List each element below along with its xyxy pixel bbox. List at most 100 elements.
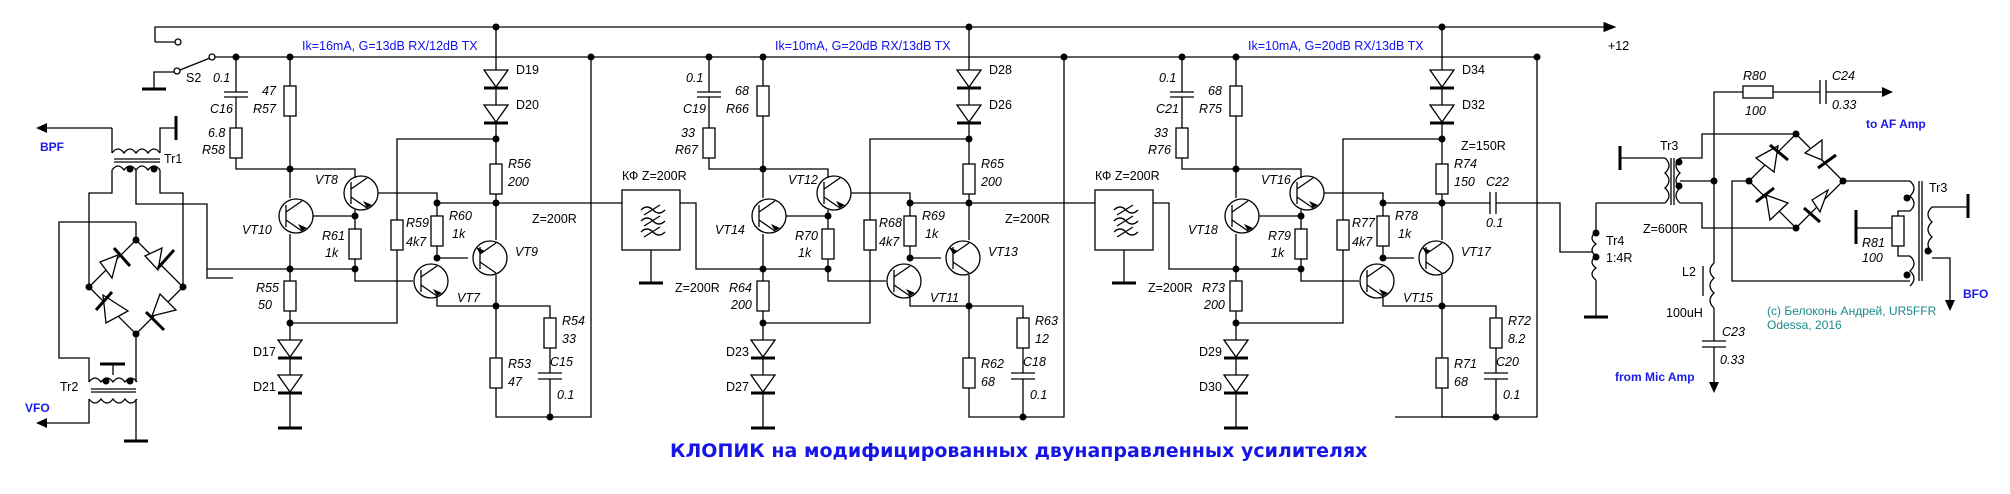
- port-bfo: BFO: [1963, 287, 1988, 301]
- diode: [1222, 339, 1250, 360]
- bridge-diode: [94, 291, 130, 325]
- switch-lever: [179, 57, 211, 71]
- resistor: [348, 228, 362, 260]
- q-d-label: VT7: [457, 291, 481, 305]
- transformer-winding: [1909, 180, 1915, 212]
- r-coll-value: 150: [1454, 175, 1475, 189]
- tr3a-z: Z=600R: [1643, 222, 1688, 236]
- q-a-label: VT12: [788, 173, 818, 187]
- c22-name: C22: [1486, 175, 1509, 189]
- transistor: [413, 263, 449, 299]
- r-fb3-name: R78: [1395, 209, 1418, 223]
- bridge-diode: [144, 292, 178, 332]
- r81-name: R81: [1862, 236, 1885, 250]
- diode: [482, 69, 510, 90]
- resistor: [756, 280, 770, 312]
- r-fb2-value: 4k7: [879, 235, 900, 249]
- r-rc-value: 12: [1035, 332, 1049, 346]
- l2-value: 100uH: [1666, 306, 1703, 320]
- r-out-name: R53: [508, 357, 531, 371]
- bridge-diode: [1803, 138, 1837, 170]
- resistor: [1175, 127, 1189, 159]
- transformer-winding: [88, 397, 138, 404]
- resistor: [962, 163, 976, 195]
- resistor: [283, 280, 297, 312]
- r-out-value: 68: [1454, 375, 1468, 389]
- copyright-line-1: (c) Белоконь Андрей, UR5FFR: [1767, 304, 1937, 318]
- r-fb2-name: R68: [879, 216, 902, 230]
- r-rc-name: R63: [1035, 314, 1058, 328]
- tr3a-name: Tr3: [1660, 139, 1678, 153]
- amplifier-stages: Ik=16mA, G=13dB RX/12dB TX0.1C166.8R5847…: [202, 23, 1541, 430]
- q-c-label: VT17: [1461, 245, 1492, 259]
- d-top-2: D20: [516, 98, 539, 112]
- transistor: [278, 198, 314, 234]
- r-series-name: R76: [1148, 143, 1171, 157]
- q-b-label: VT10: [242, 223, 272, 237]
- r-coll-name: R65: [981, 157, 1004, 171]
- c22-value: 0.1: [1486, 216, 1503, 230]
- arrow-icon: [1945, 300, 1955, 311]
- resistor: [543, 317, 557, 349]
- filter-label: КФ Z=200R: [622, 169, 687, 183]
- c-rc-value: 0.1: [1503, 388, 1520, 402]
- r-top-value: 47: [262, 84, 277, 98]
- transistor: [751, 198, 787, 234]
- q-a-label: VT8: [315, 173, 338, 187]
- transformer-winding: [1909, 255, 1915, 287]
- r-coll-value: 200: [980, 175, 1002, 189]
- z-out-label: Z=150R: [1461, 139, 1506, 153]
- q-a-label: VT16: [1261, 173, 1291, 187]
- z-out-label: Z=200R: [532, 212, 577, 226]
- diode: [1428, 104, 1456, 125]
- tr4-name: Tr4: [1606, 234, 1624, 248]
- resistor: [702, 127, 716, 159]
- resistor: [1435, 163, 1449, 195]
- r-rc-name: R72: [1508, 314, 1531, 328]
- d-bot-2: D30: [1199, 380, 1222, 394]
- transistor: [816, 175, 852, 211]
- r81-value: 100: [1862, 251, 1883, 265]
- resistor: [390, 219, 404, 251]
- resistor: [1336, 219, 1350, 251]
- r-coll-name: R74: [1454, 157, 1477, 171]
- d-bot-1: D29: [1199, 345, 1222, 359]
- z-in-label: Z=200R: [1148, 281, 1193, 295]
- schematic-title: КЛОПИК на модифицированных двунаправленн…: [670, 440, 1367, 462]
- r-rc-value: 33: [562, 332, 576, 346]
- c-top-value: 0.1: [213, 71, 230, 85]
- resistor: [1229, 280, 1243, 312]
- resistor: [1376, 215, 1390, 247]
- z-out-label: Z=200R: [1005, 212, 1050, 226]
- d-top-2: D32: [1462, 98, 1485, 112]
- transformer-winding: [111, 148, 161, 155]
- r-emit-name: R64: [729, 281, 752, 295]
- stage-note: Ik=16mA, G=13dB RX/12dB TX: [302, 39, 478, 53]
- r-emit-name: R55: [256, 281, 279, 295]
- transistor: [472, 240, 508, 276]
- inductor-coil: [1709, 262, 1715, 309]
- transformer-winding: [1664, 157, 1670, 204]
- r-coll-name: R56: [508, 157, 531, 171]
- r-fb1-value: 1k: [798, 246, 812, 260]
- arrow-icon: [36, 418, 47, 428]
- r-series-value: 6.8: [208, 126, 225, 140]
- r-fb2-value: 4k7: [1352, 235, 1373, 249]
- transformer-winding: [1675, 157, 1681, 204]
- c-top-name: C16: [210, 102, 233, 116]
- diode: [482, 104, 510, 125]
- r-emit-value: 50: [258, 298, 272, 312]
- arrow-icon: [1882, 87, 1893, 97]
- z-in-label: Z=200R: [675, 281, 720, 295]
- transistor: [1289, 175, 1325, 211]
- resistor: [430, 215, 444, 247]
- transistor: [886, 263, 922, 299]
- c24-name: C24: [1832, 69, 1855, 83]
- amplifier-stage: Ik=10mA, G=20dB RX/13dB TX0.1C1933R6768R…: [675, 23, 1176, 430]
- r-fb3-value: 1k: [925, 227, 939, 241]
- r-fb3-name: R60: [449, 209, 472, 223]
- q-c-label: VT9: [515, 245, 538, 259]
- c-rc-name: C15: [550, 355, 573, 369]
- bridge-diode: [1755, 186, 1790, 222]
